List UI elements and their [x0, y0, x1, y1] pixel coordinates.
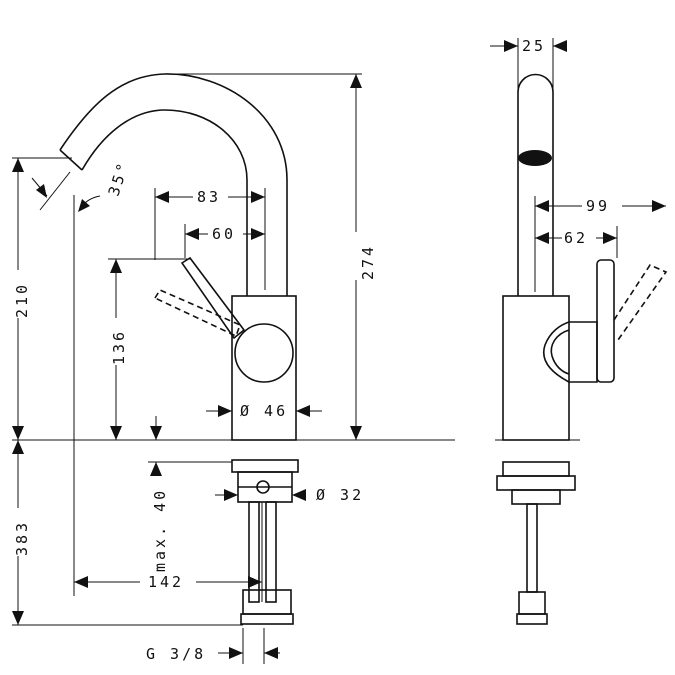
dim-210-label: 210: [13, 282, 31, 318]
lever-knob: [234, 323, 294, 383]
dim-g38-label: G 3/8: [146, 645, 206, 663]
spout-outer: [59, 73, 288, 296]
mount-screw: [256, 480, 270, 494]
side-mount-bracket: [511, 489, 561, 505]
arrowhead: [224, 489, 238, 501]
front-view: 274 210 35° 83 60: [12, 73, 455, 664]
side-spout: [517, 73, 554, 296]
arrowhead: [150, 426, 162, 440]
arrowhead: [292, 489, 306, 501]
spout-aerator: [518, 150, 552, 166]
mount-nut: [231, 459, 299, 473]
arrowhead: [251, 191, 265, 203]
arrowhead: [350, 74, 362, 88]
dim-142-label: 142: [148, 573, 184, 591]
dim-83-label: 83: [197, 188, 221, 206]
arrowhead: [535, 200, 549, 212]
dim-99-label: 99: [586, 197, 610, 215]
dim-383-label: 383: [13, 520, 31, 556]
dim-136-label: 136: [110, 329, 128, 365]
arrowhead: [264, 647, 278, 659]
side-hose-nut: [516, 613, 548, 625]
arrowhead: [78, 199, 90, 212]
side-view: 25 99 62: [490, 37, 668, 625]
arrowhead: [296, 405, 310, 417]
arrowhead: [74, 576, 88, 588]
arrowhead: [350, 426, 362, 440]
angle-35-label: 35°: [105, 158, 133, 198]
arrowhead: [603, 232, 617, 244]
arrowhead: [12, 440, 24, 454]
dim-32-label: Ø 32: [316, 486, 364, 504]
hose-left: [248, 501, 260, 603]
arrowhead: [155, 191, 169, 203]
dim-62-label: 62: [564, 229, 588, 247]
arrowhead: [12, 426, 24, 440]
side-hose-fitting: [518, 591, 546, 615]
lever-connector: [543, 321, 598, 383]
hose-right: [265, 501, 277, 603]
arrowhead: [12, 158, 24, 172]
arrowhead: [185, 228, 199, 240]
arrowhead: [553, 40, 567, 52]
dim-60-label: 60: [212, 225, 236, 243]
spout-inner: [81, 109, 248, 296]
side-mount-nut: [502, 461, 570, 477]
angle-line: [39, 171, 71, 211]
arrowhead: [110, 426, 122, 440]
arrowhead: [504, 40, 518, 52]
arrowhead: [535, 232, 549, 244]
dim-max40-label: max. 40: [151, 488, 169, 572]
arrowhead: [218, 405, 232, 417]
side-lever-open: [613, 263, 668, 341]
lever-closed: [180, 256, 246, 340]
side-lever: [596, 259, 615, 383]
connector-inner: [550, 329, 570, 375]
arrowhead: [229, 647, 243, 659]
spout-outlet: [59, 149, 83, 171]
arrowhead: [251, 228, 265, 240]
side-mount-plate: [496, 475, 576, 491]
dim-46-label: Ø 46: [240, 402, 288, 420]
dim-25-label: 25: [522, 37, 546, 55]
side-hose: [526, 503, 538, 593]
faucet-body: [231, 295, 297, 441]
arrowhead: [652, 200, 666, 212]
dim-274-label: 274: [359, 244, 377, 280]
arrowhead: [12, 611, 24, 625]
arrowhead: [248, 576, 262, 588]
arrowhead: [110, 259, 122, 273]
arrowhead: [36, 184, 47, 198]
hose-nuts: [240, 613, 294, 625]
arrowhead: [150, 462, 162, 476]
